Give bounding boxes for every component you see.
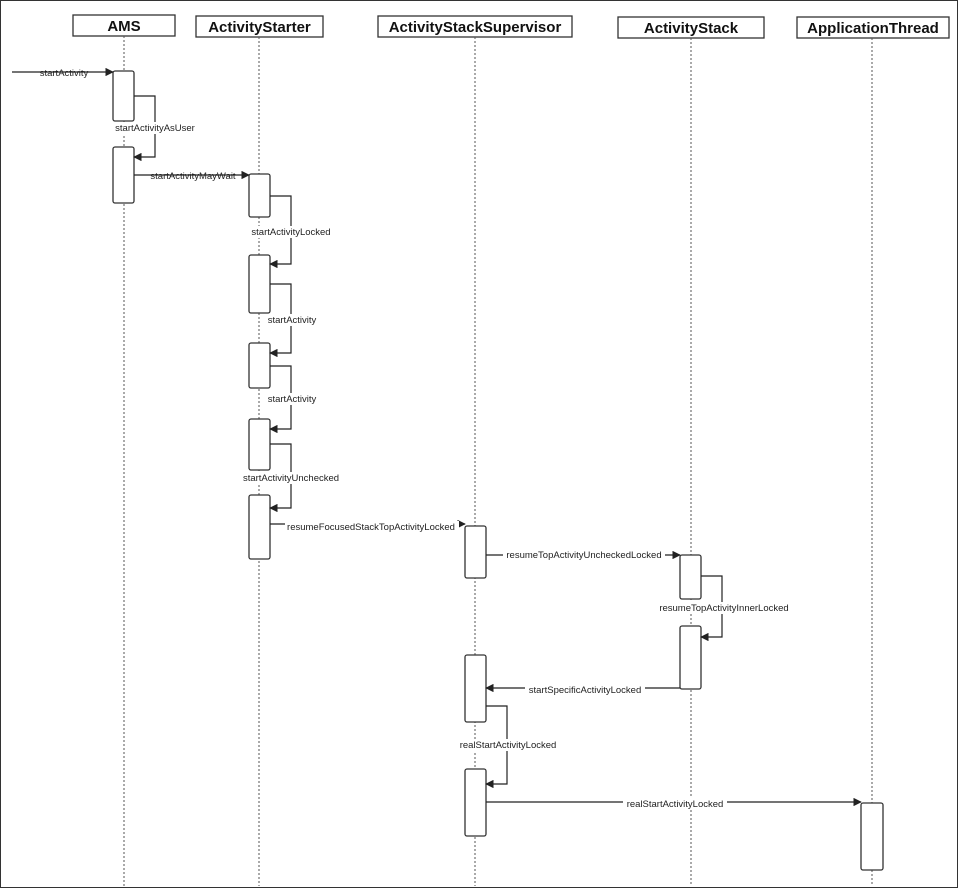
participant-ams: AMS (72, 14, 176, 37)
activation-ams-1 (112, 70, 135, 122)
message-label-m13: realStartActivityLocked (627, 799, 724, 810)
message-label-m3: startActivityMayWait (150, 171, 236, 182)
activation-supervisor-2 (464, 654, 487, 723)
participant-activity-stack-label: ActivityStack (644, 20, 739, 37)
message-label-m9: resumeTopActivityUncheckedLocked (506, 550, 661, 561)
message-label-m5: startActivity (268, 315, 317, 326)
participant-application-thread: ApplicationThread (796, 16, 950, 39)
participant-application-thread-label: ApplicationThread (807, 20, 939, 37)
activation-starter-2 (248, 254, 271, 314)
activation-starter-4 (248, 418, 271, 471)
participant-activity-starter-label: ActivityStarter (208, 19, 311, 36)
activation-stack-2 (679, 625, 702, 690)
activation-supervisor-3 (464, 768, 487, 837)
message-label-m12: realStartActivityLocked (460, 740, 557, 751)
message-label-m4: startActivityLocked (251, 227, 330, 238)
participant-activity-stack-supervisor: ActivityStackSupervisor (377, 15, 573, 38)
activation-starter-1 (248, 173, 271, 218)
activation-starter-5 (248, 494, 271, 560)
message-label-m8: resumeFocusedStackTopActivityLocked (287, 522, 455, 533)
message-label-m6: startActivity (268, 394, 317, 405)
activation-starter-3 (248, 342, 271, 389)
activation-stack-1 (679, 554, 702, 600)
participant-activity-stack-supervisor-label: ActivityStackSupervisor (389, 19, 562, 36)
message-label-m10: resumeTopActivityInnerLocked (659, 603, 788, 614)
participant-ams-label: AMS (107, 18, 140, 35)
message-label-m7: startActivityUnchecked (243, 473, 339, 484)
participant-activity-starter: ActivityStarter (195, 15, 324, 38)
message-label-m11: startSpecificActivityLocked (529, 685, 641, 696)
participant-activity-stack: ActivityStack (617, 16, 765, 39)
activation-ams-2 (112, 146, 135, 204)
message-label-m2: startActivityAsUser (115, 123, 195, 134)
activation-appthread-1 (860, 802, 884, 871)
activation-supervisor-1 (464, 525, 487, 579)
message-label-m1: startActivity (40, 68, 89, 79)
